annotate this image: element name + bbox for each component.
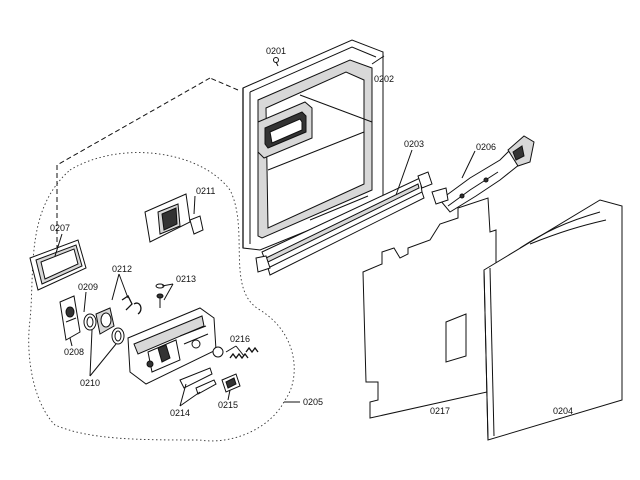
trim-strip: [255, 171, 433, 276]
dispenser-lid: [144, 193, 204, 243]
levers: [179, 367, 217, 395]
label-0213: 0213: [176, 274, 196, 284]
label-0203: 0203: [404, 139, 424, 149]
seal-rings: [83, 307, 125, 345]
screw-and-washer: [155, 283, 165, 308]
label-0205: 0205: [303, 397, 323, 407]
insulation-slot: [445, 313, 467, 363]
screw-part: [273, 57, 279, 67]
detergent-dispenser: [127, 307, 217, 385]
inner-door-panel: [242, 39, 384, 251]
gasket-frame: [29, 239, 87, 291]
label-0208: 0208: [64, 347, 84, 357]
label-0214: 0214: [170, 408, 190, 418]
insulation-panel: [362, 197, 497, 419]
label-0201: 0201: [266, 46, 286, 56]
label-0217: 0217: [430, 406, 450, 416]
part-labels: 0201 0202 0203 0204 0205 0206 0207 0208 …: [50, 46, 573, 418]
label-0212: 0212: [112, 264, 132, 274]
label-0209: 0209: [78, 282, 98, 292]
label-0215: 0215: [218, 400, 238, 410]
outer-door-panel: [483, 199, 623, 441]
label-0207: 0207: [50, 223, 70, 233]
detail-group-outline: [28, 152, 295, 442]
label-0202: 0202: [374, 74, 394, 84]
label-0216: 0216: [230, 334, 250, 344]
callout-lines: [54, 55, 476, 407]
hinge-bracket: [431, 135, 535, 213]
label-0211: 0211: [196, 186, 215, 196]
spring-clip: [121, 295, 142, 315]
detail-leader-lines: [56, 77, 239, 260]
label-0210: 0210: [80, 378, 100, 388]
label-0204: 0204: [553, 406, 573, 416]
springs: [212, 346, 259, 360]
label-0206: 0206: [476, 142, 496, 152]
latch-part: [221, 373, 241, 393]
rinse-aid-cap: [59, 295, 81, 341]
